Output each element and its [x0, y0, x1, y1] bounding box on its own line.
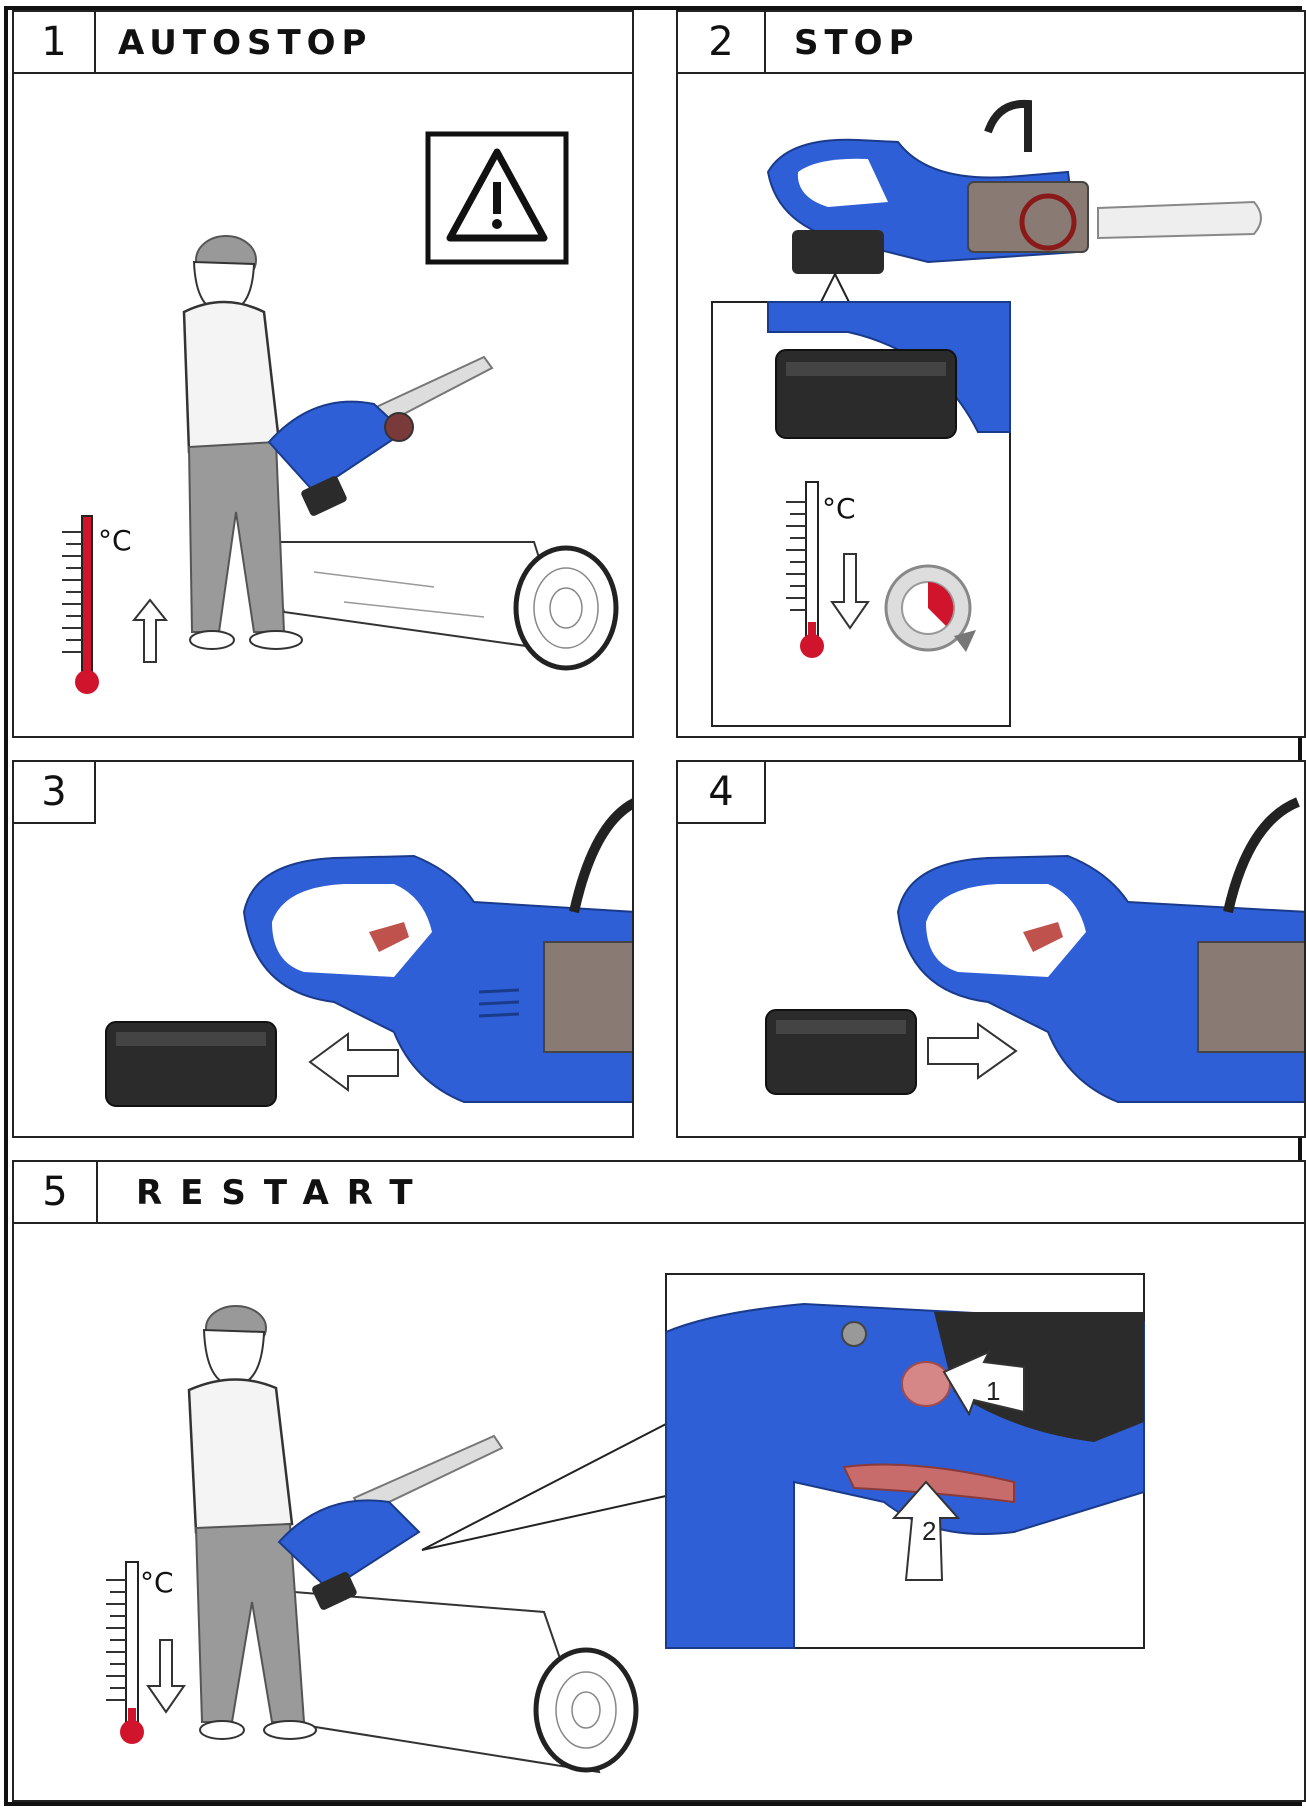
panel-3-illustration	[105, 798, 632, 1107]
chainsaw	[277, 1434, 504, 1610]
panel-1-autostop: 1 AUTOSTOP	[12, 10, 634, 738]
panel-1-titlebar	[14, 12, 632, 74]
operator-figure	[187, 1305, 317, 1740]
panel-4-insert-battery: 4	[676, 760, 1306, 1138]
warning-triangle-icon	[425, 131, 569, 265]
panel-5-title: RESTART	[136, 1173, 431, 1213]
panel-2-title: STOP	[794, 23, 920, 63]
arrow-right-icon	[927, 1022, 1018, 1080]
panel-1-title: AUTOSTOP	[118, 23, 373, 63]
panel-2-illustration	[711, 99, 1262, 727]
chainsaw-side-view	[766, 99, 1262, 274]
panel-5-titlebar	[14, 1162, 1304, 1224]
panel-3-number: 3	[14, 762, 96, 824]
arrow-down-icon	[830, 553, 870, 630]
chainsaw-body	[896, 797, 1304, 1103]
callout-2-label: 2	[922, 1516, 936, 1546]
panel-1-number: 1	[14, 12, 96, 74]
thermometer-falling-icon	[786, 481, 824, 658]
panel-2-number: 2	[678, 12, 766, 74]
panel-5-temp-unit: °C	[140, 1566, 174, 1599]
handle-detail-zoom	[665, 1273, 1145, 1649]
chainsaw-body	[242, 798, 632, 1103]
panel-5-number: 5	[14, 1162, 98, 1224]
callout-arrow-1-icon	[942, 1349, 1025, 1417]
arrow-left-icon	[308, 1032, 399, 1092]
arrow-down-icon	[146, 1639, 186, 1714]
panel-2-titlebar	[678, 12, 1304, 74]
log	[282, 1590, 639, 1774]
battery-pack	[105, 1021, 277, 1107]
panel-4-illustration	[765, 797, 1304, 1103]
callout-1-label: 1	[986, 1376, 1000, 1406]
thermometer-falling-icon	[106, 1561, 144, 1744]
battery-zoom	[767, 301, 1011, 439]
panel-2-temp-unit: °C	[822, 492, 856, 525]
chainsaw	[267, 355, 494, 516]
log	[262, 541, 619, 671]
panel-1-illustration	[62, 131, 619, 694]
panel-5-restart: 5 RESTART	[12, 1160, 1306, 1802]
panel-4-number: 4	[678, 762, 766, 824]
battery-pack	[765, 1009, 917, 1095]
callout-arrow-2-icon	[891, 1480, 961, 1581]
panel-1-temp-unit: °C	[98, 524, 132, 557]
arrow-up-icon	[131, 598, 169, 663]
panel-3-remove-battery: 3	[12, 760, 634, 1138]
panel-5-illustration: 1 2	[106, 1273, 1145, 1774]
thermometer-rising-icon	[62, 515, 99, 694]
panel-2-stop: 2 STOP	[676, 10, 1306, 738]
operator-figure	[182, 235, 303, 650]
cooldown-timer-icon	[884, 564, 976, 652]
